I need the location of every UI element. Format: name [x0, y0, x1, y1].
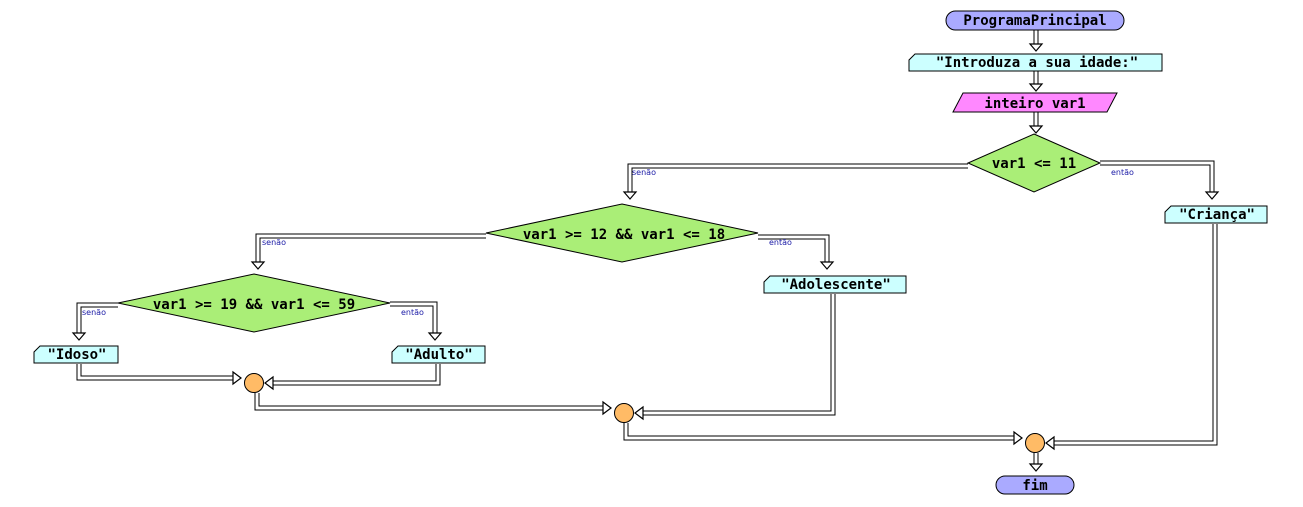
connectors — [71, 30, 1220, 472]
output-adulto: "Adulto" — [391, 345, 486, 364]
prompt-output: "Introduza a sua idade:" — [908, 53, 1163, 72]
connector-crianca-to-junction3 — [1045, 224, 1218, 451]
output-crianca: "Criança" — [1164, 205, 1268, 224]
end-label: fim — [1022, 478, 1047, 494]
connector-cond3-false — [71, 302, 118, 341]
branch-label-true: então — [769, 238, 792, 247]
junction-node — [1025, 433, 1045, 453]
connector-cond2-false — [250, 233, 486, 270]
connector-junction3-to-end — [1028, 453, 1044, 472]
decision-age-teen-label: var1 >= 12 && var1 <= 18 — [523, 227, 725, 243]
decision-age-adult-label: var1 >= 19 && var1 <= 59 — [153, 297, 355, 313]
output-idoso-label: "Idoso" — [47, 347, 106, 363]
end-terminal: fim — [995, 475, 1075, 495]
output-idoso: "Idoso" — [33, 345, 119, 364]
junction-node — [244, 373, 264, 393]
start-terminal: ProgramaPrincipal — [945, 10, 1125, 31]
connector-adolescente-to-junction2 — [634, 294, 836, 421]
connector-junction2-to-junction3 — [623, 423, 1023, 446]
branch-label-true: então — [401, 308, 424, 317]
connector-cond3-true — [390, 301, 443, 341]
prompt-label: "Introduza a sua idade:" — [936, 55, 1138, 71]
connector-cond1-true — [1100, 160, 1220, 200]
branch-label-false: senão — [262, 238, 286, 247]
connector-cond2-true — [758, 234, 835, 270]
junction-node — [614, 403, 634, 423]
branch-label-true: então — [1111, 168, 1134, 177]
branch-label-false: senão — [632, 168, 656, 177]
connector-junction1-to-junction2 — [254, 393, 612, 416]
decision-age-child-label: var1 <= 11 — [992, 156, 1076, 172]
branch-label-false: senão — [82, 308, 106, 317]
decision-age-child: var1 <= 11 — [966, 133, 1102, 193]
decision-age-adult: var1 >= 19 && var1 <= 59 — [117, 273, 391, 333]
output-adolescente: "Adolescente" — [763, 275, 907, 294]
connector-input-to-cond1 — [1028, 112, 1044, 134]
output-adolescente-label: "Adolescente" — [781, 277, 891, 293]
output-crianca-label: "Criança" — [1179, 207, 1255, 223]
decision-age-teen: var1 >= 12 && var1 <= 18 — [485, 203, 759, 263]
start-label: ProgramaPrincipal — [963, 13, 1106, 29]
connector-adulto-to-junction1 — [264, 364, 441, 391]
connector-start-to-prompt — [1028, 30, 1044, 52]
input-node: inteiro var1 — [952, 92, 1118, 113]
connector-idoso-to-junction1 — [76, 364, 242, 386]
connector-cond1-false — [622, 163, 968, 200]
connector-prompt-to-input — [1028, 71, 1044, 92]
input-label: inteiro var1 — [984, 96, 1085, 112]
output-adulto-label: "Adulto" — [405, 347, 472, 363]
